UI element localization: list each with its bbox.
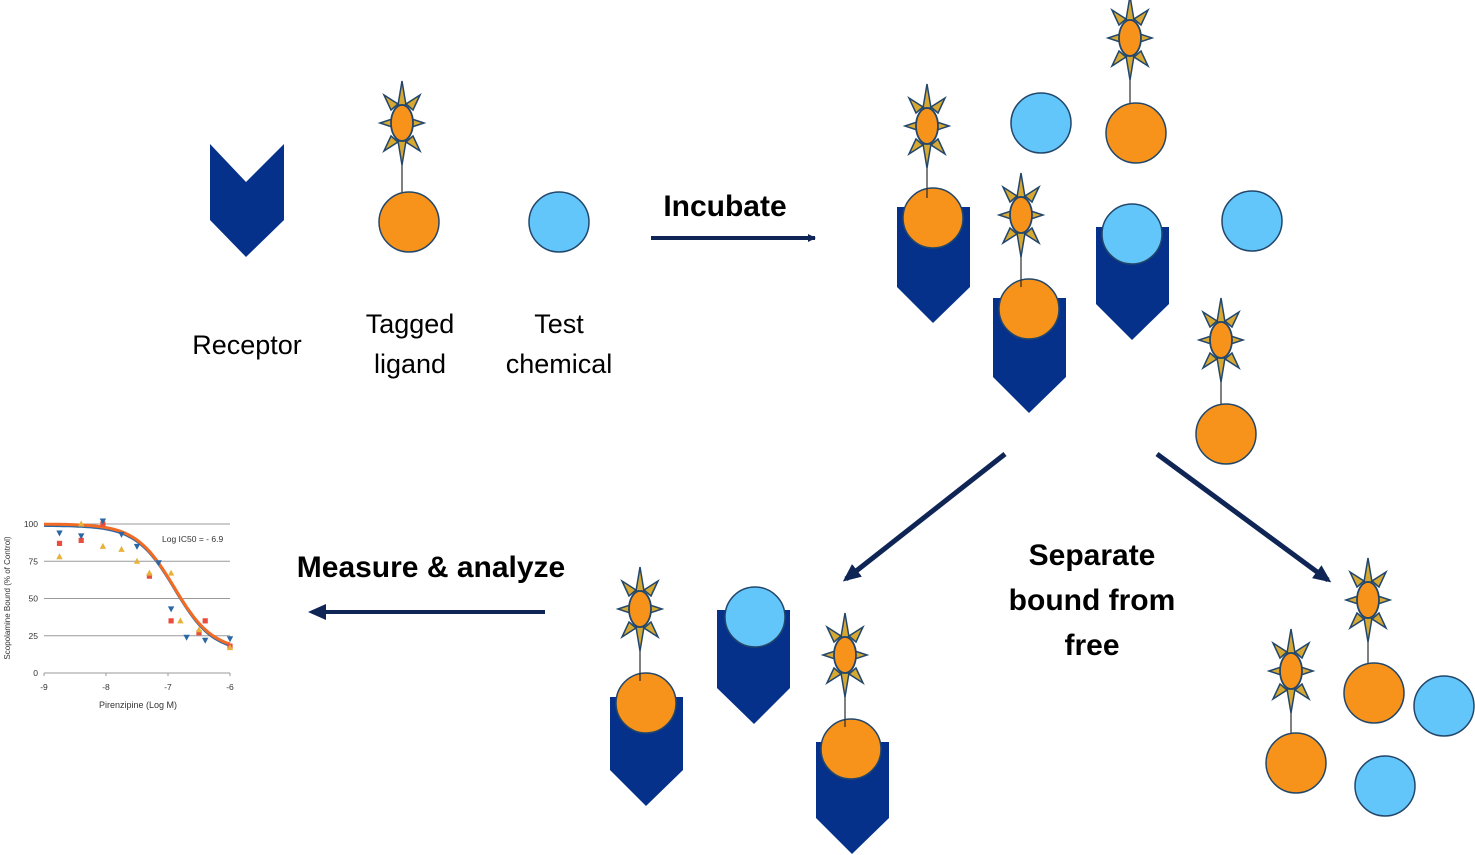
ic50-chart: 0 25 50 75 100 -9 -8 -7 -6 Log IC50 = - 6.9 Pire… (3, 518, 234, 710)
chart-point-triangle-up (99, 542, 107, 549)
free-ligand-circle (1265, 732, 1327, 794)
chart-x-tick-label: -7 (164, 682, 172, 692)
incubation-mixture (897, 0, 1283, 465)
chart-point-triangle-down (183, 634, 190, 641)
chart-point-triangle-up (177, 617, 184, 624)
receptor-legend-shape (210, 144, 284, 257)
fluorescent-tag-icon (1268, 628, 1314, 744)
free-test-chemical-circle (1413, 675, 1475, 737)
chart-point-square (202, 618, 208, 624)
chart-point-triangle-up (195, 626, 203, 633)
chart-point-triangle-down (78, 533, 85, 540)
chart-curve-primary (43, 522, 231, 646)
measure-label: Measure & analyze (296, 551, 566, 584)
chart-point-square (78, 537, 84, 543)
separate-label-line2: bound from (1008, 584, 1176, 617)
ligand-circle (378, 191, 440, 253)
fluorescent-tag-icon (1198, 297, 1244, 413)
chart-point-triangle-up (167, 569, 175, 576)
chart-y-tick-label: 25 (29, 631, 39, 641)
chart-point-triangle-down (155, 560, 162, 567)
tagged-ligand-legend (378, 80, 440, 253)
fluorescent-tag-icon (1345, 557, 1391, 673)
bound-ligand-circle (820, 718, 882, 780)
free-test-chemical-circle (1010, 92, 1072, 154)
fluorescent-tag-icon (1107, 0, 1153, 111)
chart-y-tick-label: 0 (33, 668, 38, 678)
free-test-chemical-circle (1221, 190, 1283, 252)
test-chemical-label-line1: Test (534, 309, 584, 339)
chart-point-triangle-up (133, 557, 141, 564)
chart-annotation: Log IC50 = - 6.9 (162, 534, 223, 544)
fluorescent-tag-icon (379, 80, 425, 196)
free-fraction (1265, 557, 1475, 817)
separate-label-line1: Separate (1028, 539, 1156, 572)
chart-point-square (196, 630, 202, 636)
bound-test-chemical-circle (724, 586, 786, 648)
chart-x-tick-label: -6 (226, 682, 234, 692)
chart-x-tick-label: -9 (40, 682, 48, 692)
test-chemical-label-line2: chemical (505, 349, 613, 379)
separate-label-line3: free (1064, 629, 1120, 662)
tagged-ligand-label: Tagged ligand (340, 304, 480, 384)
bound-fraction (610, 566, 889, 854)
fluorescent-tag-icon (617, 566, 663, 682)
chart-point-triangle-up (226, 644, 234, 651)
free-arrow (1155, 451, 1332, 583)
chart-point-triangle-up (56, 553, 63, 560)
chart-point-square (146, 573, 152, 579)
bound-arrow (842, 452, 1007, 582)
chart-point-triangle-down (118, 531, 125, 538)
chart-point-triangle-up (118, 545, 125, 552)
chart-point-triangle-up (146, 569, 153, 576)
chart-point-triangle-down (56, 530, 63, 537)
chart-point-triangle-down (99, 518, 107, 525)
free-test-chemical-circle (1354, 755, 1416, 817)
bound-ligand-circle (615, 672, 677, 734)
chart-x-tick-label: -8 (102, 682, 110, 692)
chart-point-triangle-up (78, 520, 85, 527)
free-ligand-circle (1105, 102, 1167, 164)
fluorescent-tag-icon (822, 612, 868, 728)
bound-ligand-circle (902, 187, 964, 249)
chart-point-square (168, 618, 174, 624)
chart-point-square (56, 540, 63, 546)
chart-y-tick-label: 100 (24, 519, 38, 529)
chart-point-triangle-down (202, 637, 209, 644)
chart-point-triangle-down (133, 543, 141, 550)
chart-x-axis-label: Pirenzipine (Log M) (99, 700, 177, 710)
chart-points (56, 518, 234, 651)
chart-y-axis-label: Scopolamine Bound (% of Control) (3, 536, 12, 660)
chart-y-tick-label: 75 (29, 556, 39, 566)
incubate-label: Incubate (663, 190, 787, 223)
test-chemical-label: Test chemical (484, 304, 634, 384)
fluorescent-tag-icon (904, 83, 950, 199)
bound-test-chemical-circle (1101, 203, 1163, 265)
chart-point-triangle-down (226, 636, 234, 643)
tagged-ligand-label-line1: Tagged (365, 309, 455, 339)
test-chemical-legend-circle (528, 191, 590, 253)
chart-ticks: 0 25 50 75 100 -9 -8 -7 -6 (24, 519, 234, 692)
fluorescent-tag-icon (998, 172, 1044, 288)
receptor-label: Receptor (192, 330, 302, 360)
chart-point-triangle-down (167, 606, 175, 613)
separate-label: Separate bound from free (982, 533, 1202, 668)
free-ligand-circle (1195, 403, 1257, 465)
chart-y-tick-label: 50 (29, 594, 39, 604)
bound-ligand-circle (998, 278, 1060, 340)
tagged-ligand-label-line2: ligand (373, 349, 447, 379)
chart-fit-curve (43, 522, 231, 647)
free-ligand-circle (1343, 662, 1405, 724)
